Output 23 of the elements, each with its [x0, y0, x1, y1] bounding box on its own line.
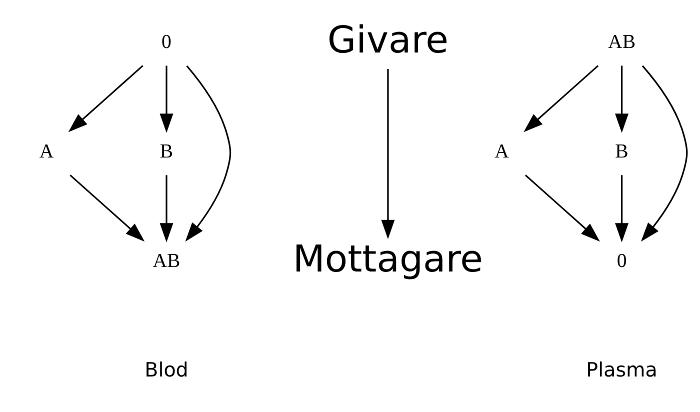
node-text: Mottagare — [292, 238, 484, 281]
arrow — [185, 65, 232, 242]
arrow — [70, 174, 145, 242]
arrow — [615, 175, 629, 242]
arrow — [615, 66, 629, 133]
arrow — [640, 65, 688, 242]
node-text: B — [160, 140, 174, 163]
node-text: 0 — [616, 250, 627, 272]
label: Blod — [144, 358, 188, 382]
node-text: A — [39, 140, 54, 163]
arrow — [524, 65, 599, 132]
node-text: Givare — [327, 18, 448, 62]
arrow — [381, 68, 395, 240]
node-text: AB — [152, 250, 180, 272]
node-text: 0 — [162, 31, 172, 54]
arrow — [160, 66, 174, 133]
arrow — [524, 174, 600, 242]
arrow — [68, 65, 144, 132]
arrow — [160, 175, 174, 242]
node-text: AB — [608, 31, 636, 54]
node-text: B — [615, 140, 628, 163]
node-text: A — [494, 140, 509, 163]
label: Plasma — [586, 358, 658, 382]
